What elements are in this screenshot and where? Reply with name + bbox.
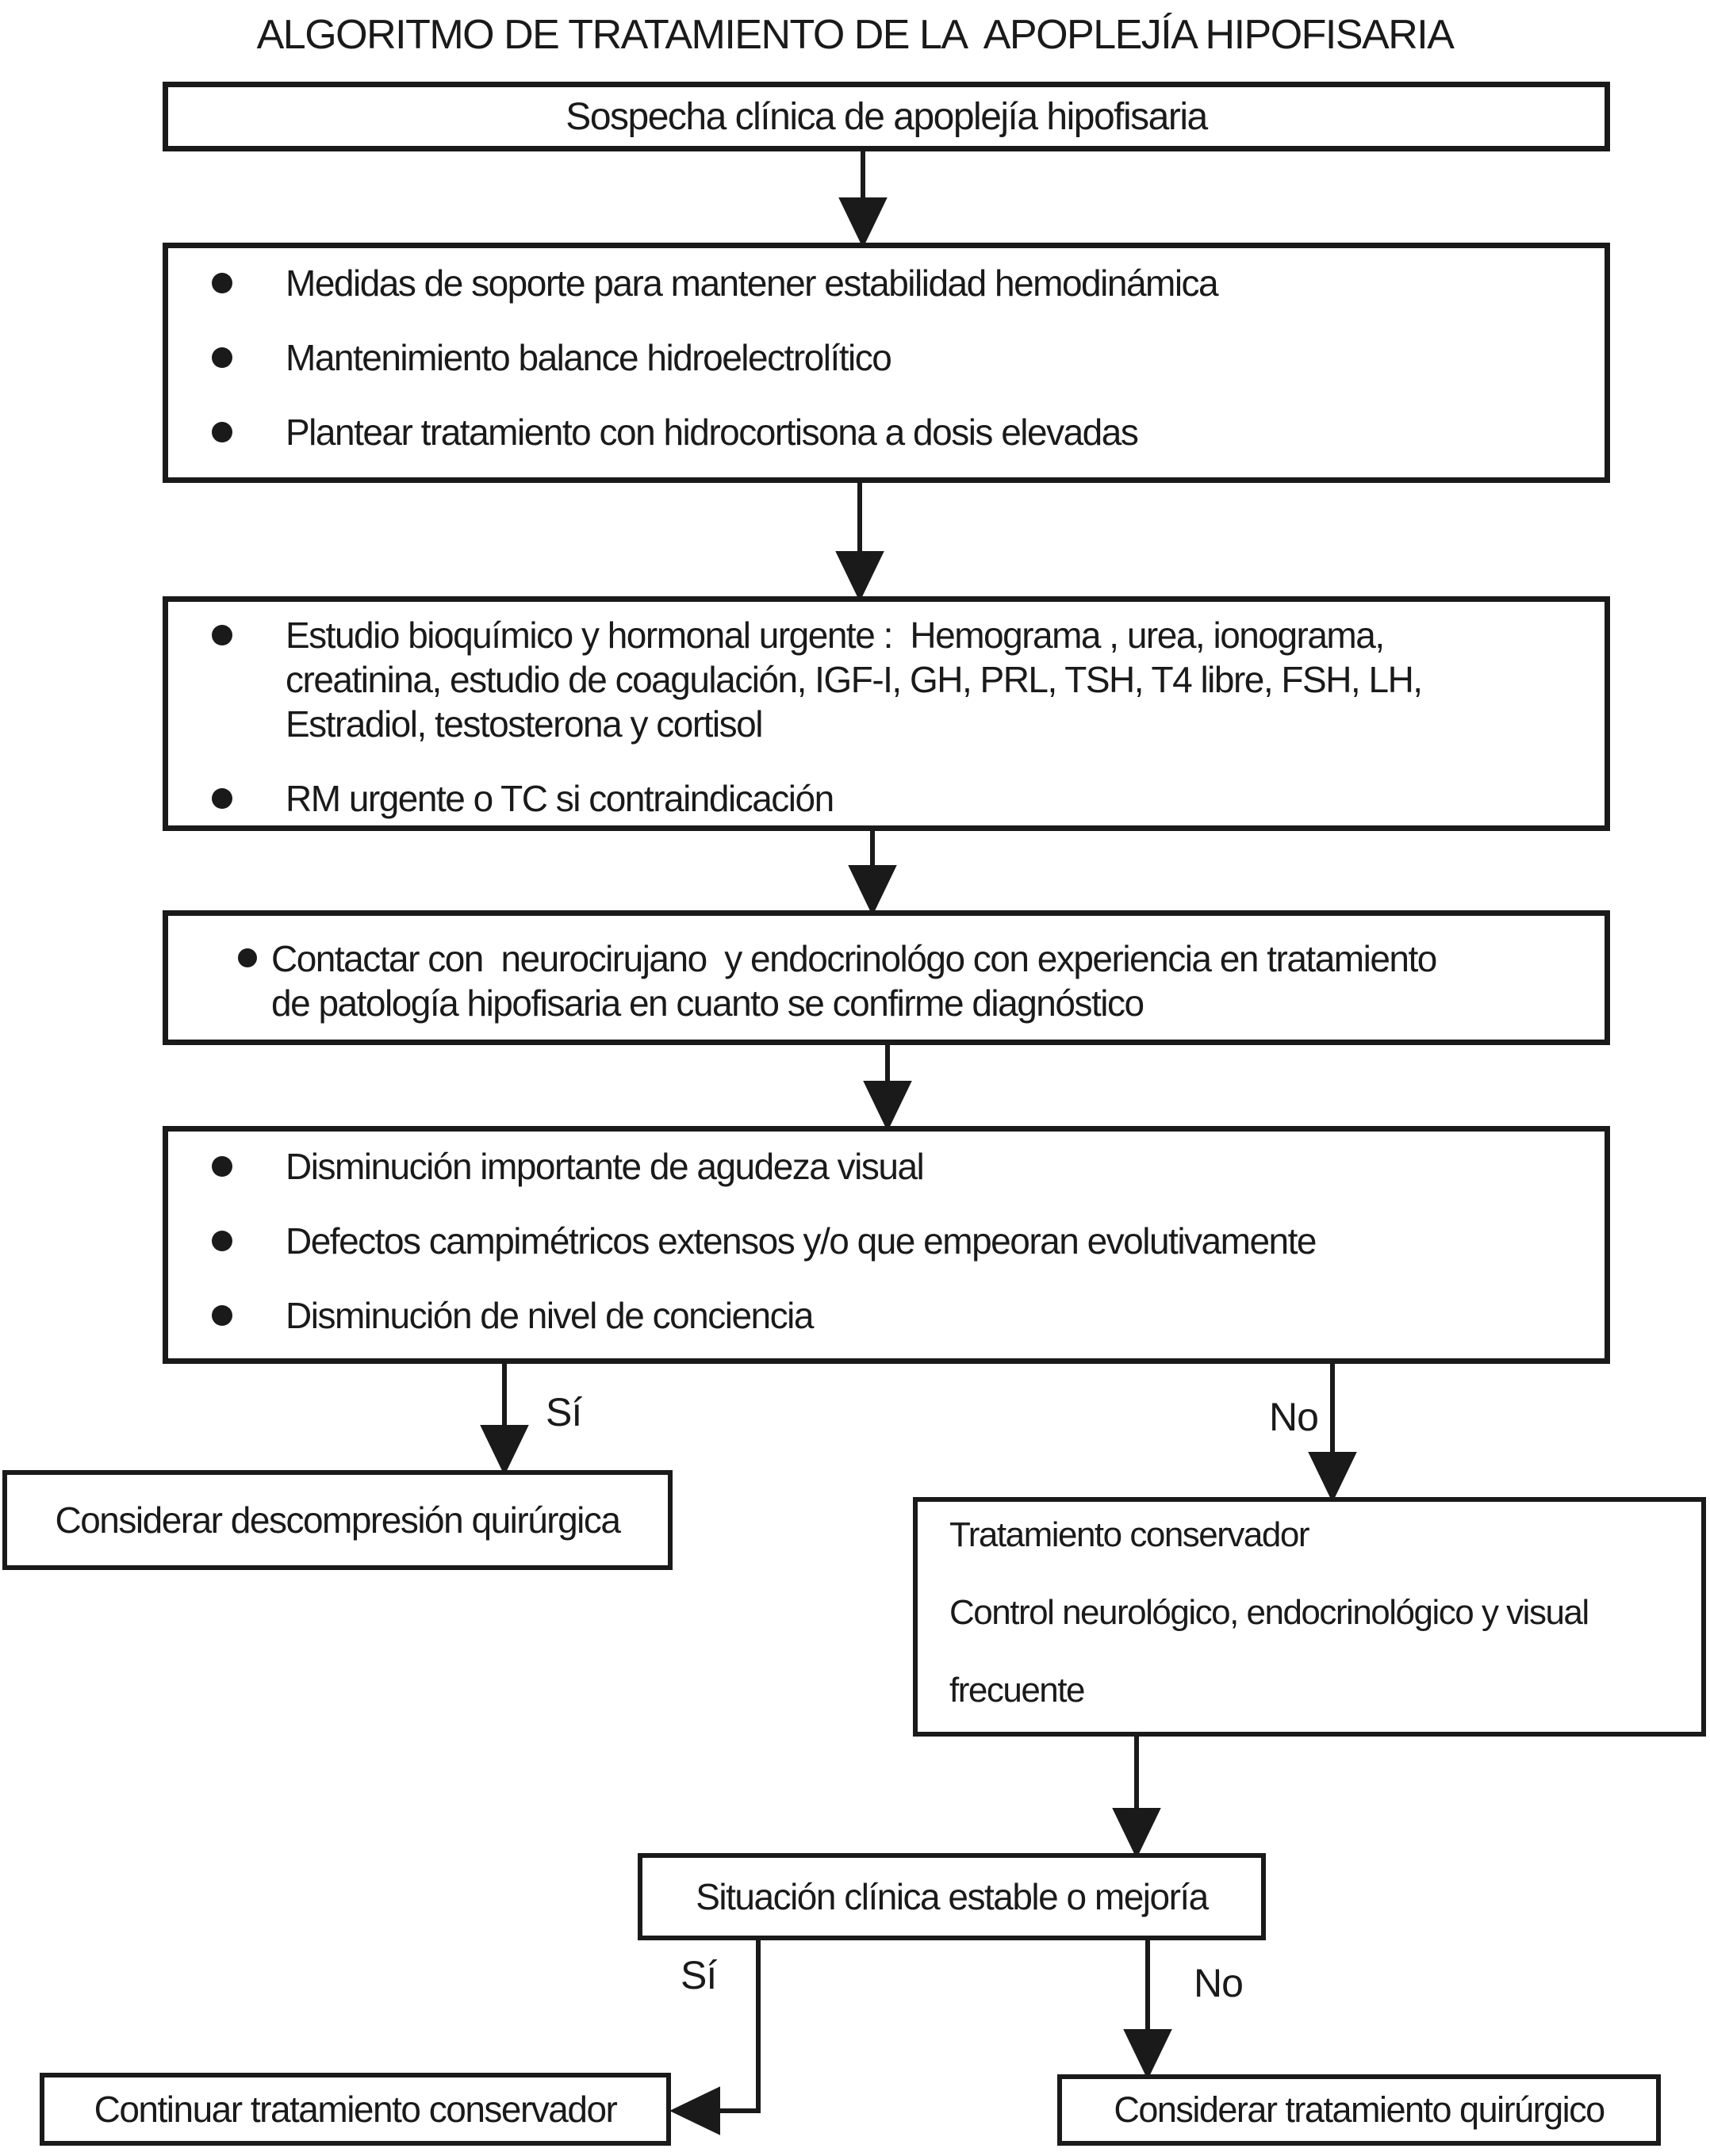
node-descompresion: Considerar descompresión quirúrgica (2, 1470, 673, 1570)
branch-label-yes-lower: Sí (681, 1953, 717, 1997)
bullet-text: Disminución de nivel de conciencia (286, 1295, 814, 1336)
bullet-text: Mantenimiento balance hidroelectrolítico (286, 337, 892, 378)
bullet-text: Plantear tratamiento con hidrocortisona … (286, 412, 1139, 453)
list-item: Plantear tratamiento con hidrocortisona … (212, 410, 1581, 454)
arrow-contactar-to-criterios (863, 1045, 912, 1132)
node-situacion-label: Situación clínica estable o mejoría (696, 1876, 1209, 1917)
bullet-dot (212, 422, 232, 442)
node-conservador-line: frecuente (949, 1671, 1085, 1710)
node-quirurgico: Considerar tratamiento quirúrgico (1057, 2074, 1661, 2146)
node-criterios: Disminución importante de agudeza visual… (163, 1126, 1610, 1364)
node-continuar-label: Continuar tratamiento conservador (94, 2089, 618, 2130)
node-soporte: Medidas de soporte para mantener estabil… (163, 243, 1610, 483)
bullet-dot (212, 1156, 232, 1177)
bullet-text: Disminución importante de agudeza visual (286, 1146, 925, 1187)
bullet-dot (238, 948, 257, 967)
list-item: Disminución de nivel de conciencia (212, 1293, 1581, 1338)
bullet-text: Medidas de soporte para mantener estabil… (286, 262, 1219, 304)
arrow-estudio-to-contactar (848, 831, 897, 916)
list-item: Defectos campimétricos extensos y/o que … (212, 1219, 1581, 1263)
branch-label-no-lower: No (1194, 1961, 1244, 2005)
page-title: ALGORITMO DE TRATAMIENTO DE LA APOPLEJÍA… (256, 12, 1455, 58)
bullet-text: RM urgente o TC si contraindicación (286, 778, 834, 819)
node-conservador-line: Tratamiento conservador (949, 1515, 1309, 1554)
node-descompresion-label: Considerar descompresión quirúrgica (55, 1499, 621, 1541)
bullet-dot (212, 788, 232, 809)
list-item: Estudio bioquímico y hormonal urgente : … (212, 613, 1581, 746)
arrow-no-to-quirurgico (1123, 1940, 1172, 2080)
list-item: Medidas de soporte para mantener estabil… (212, 261, 1581, 305)
list-item: Disminución importante de agudeza visual (212, 1144, 1581, 1189)
bullet-text: Contactar con neurocirujano y endocrinol… (271, 938, 1437, 1024)
node-estudio: Estudio bioquímico y hormonal urgente : … (163, 596, 1610, 831)
bullet-text: Defectos campimétricos extensos y/o que … (286, 1220, 1317, 1262)
branch-label-no-upper: No (1269, 1395, 1319, 1439)
bullet-text: Estudio bioquímico y hormonal urgente : … (286, 615, 1423, 745)
node-contactar: Contactar con neurocirujano y endocrinol… (163, 910, 1610, 1045)
bullet-dot (212, 347, 232, 368)
node-conservador: Tratamiento conservador Control neurológ… (913, 1497, 1706, 1737)
node-continuar: Continuar tratamiento conservador (40, 2073, 671, 2146)
list-item: Mantenimiento balance hidroelectrolítico (212, 335, 1581, 380)
arrow-sospecha-to-soporte (838, 151, 888, 248)
list-item: Contactar con neurocirujano y endocrinol… (238, 936, 1589, 1025)
node-sospecha-label: Sospecha clínica de apoplejía hipofisari… (566, 95, 1208, 138)
node-conservador-line: Control neurológico, endocrinológico y v… (949, 1593, 1589, 1632)
bullet-dot (212, 625, 232, 645)
bullet-dot (212, 1305, 232, 1326)
branch-label-yes-upper: Sí (546, 1390, 582, 1434)
arrow-yes-to-descompresion (480, 1364, 529, 1476)
bullet-dot (212, 273, 232, 293)
node-quirurgico-label: Considerar tratamiento quirúrgico (1114, 2089, 1605, 2130)
arrow-conservador-to-situacion (1112, 1737, 1161, 1859)
node-situacion: Situación clínica estable o mejoría (638, 1853, 1266, 1940)
list-item: RM urgente o TC si contraindicación (212, 776, 1581, 821)
node-sospecha: Sospecha clínica de apoplejía hipofisari… (163, 82, 1610, 151)
bullet-dot (212, 1231, 232, 1251)
arrow-soporte-to-estudio (835, 483, 884, 602)
